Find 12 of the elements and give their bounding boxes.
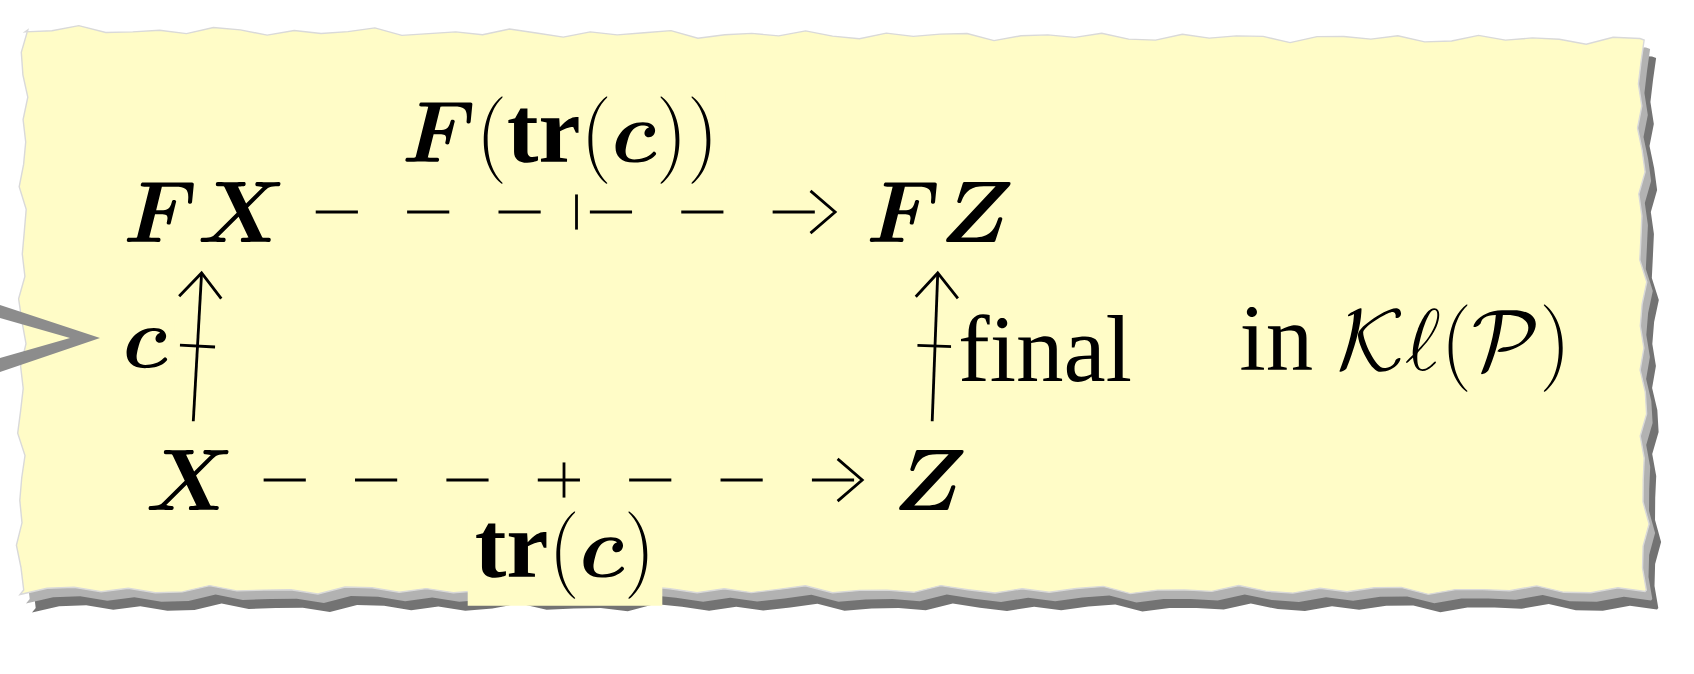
edge-label: $\bm{c}$ xyxy=(115,321,175,375)
object-label: $\bm{F X}$ xyxy=(126,182,281,242)
arrow xyxy=(263,457,865,503)
arrow xyxy=(914,270,959,422)
object-label: $\bm{X}$ xyxy=(148,450,229,510)
arrow xyxy=(178,270,223,422)
edge-label: $\bm{F}(\mathbf{tr}(\bm{c}))$ xyxy=(394,89,726,191)
edge-label: $\mathbf{tr}(\bm{c})$ xyxy=(467,504,663,606)
category-label: $\text{in } \mathcal{K}\ell(\mathcal{P})$ xyxy=(1241,304,1563,392)
object-label: $\bm{Z}$ xyxy=(899,450,964,510)
object-label: $\bm{F Z}$ xyxy=(869,182,1011,242)
edge-label: $\text{final}$ xyxy=(951,307,1139,389)
